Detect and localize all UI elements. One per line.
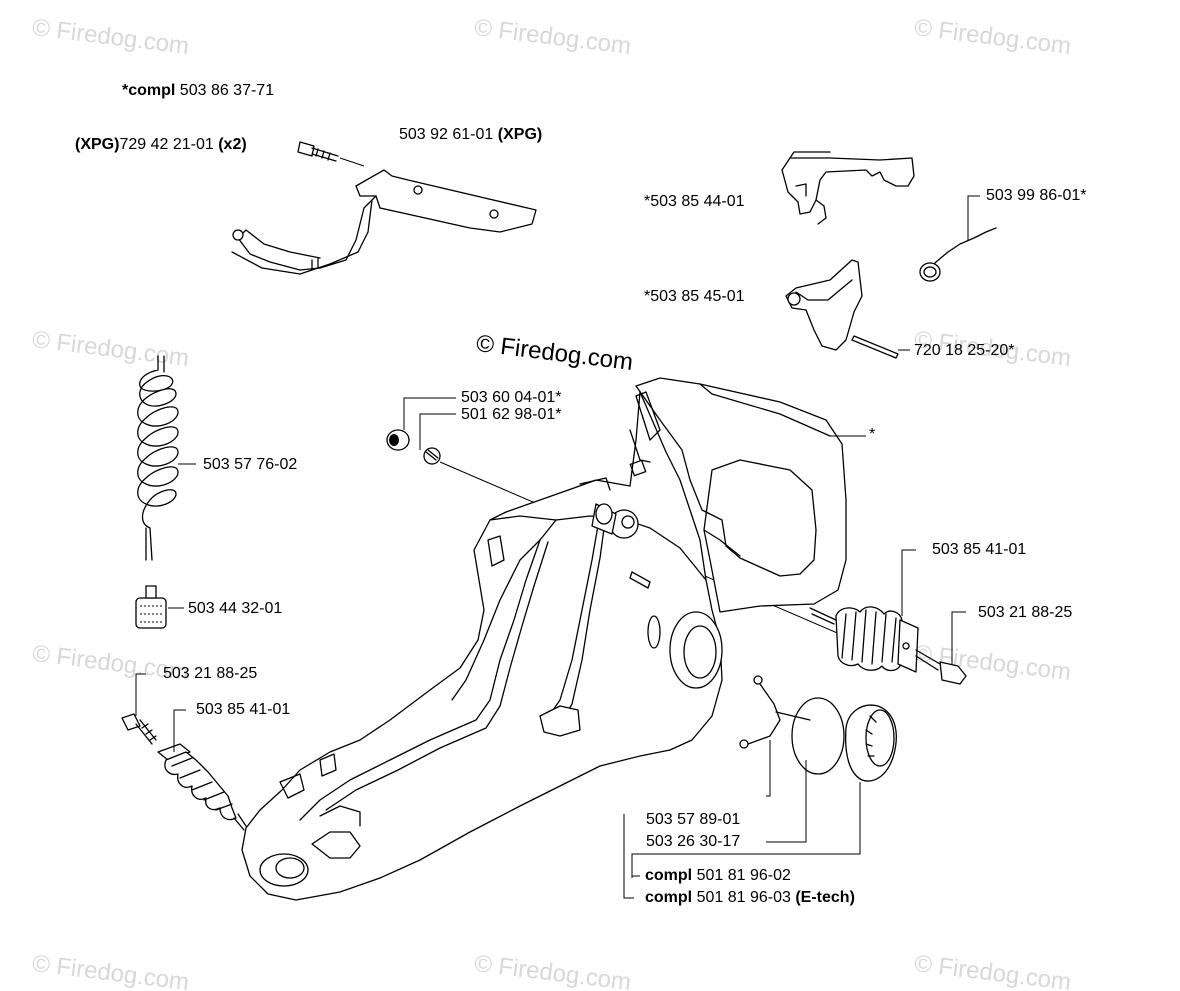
callout-xpg-screw: (XPG)729 42 21-01 (x2)	[75, 136, 247, 153]
callout-xpg-bracket: 503 92 61-01 (XPG)	[399, 126, 543, 143]
callout-fuel-hose: 503 57 76-02	[203, 456, 298, 473]
callout-handle: *	[869, 426, 876, 443]
callout-cap-strap: 503 57 89-01	[646, 811, 741, 828]
callout-compl-top: *compl 503 86 37-71	[122, 82, 275, 99]
callout-knob-b: 501 62 98-01*	[461, 406, 562, 423]
av-spring-left-part	[121, 673, 247, 831]
callout-throttle-trigger: *503 85 44-01	[644, 193, 745, 210]
callout-pin: 720 18 25-20*	[914, 342, 1015, 359]
callout-throttle-lockout: *503 85 45-01	[644, 288, 745, 305]
callout-o-ring: 503 26 30-17	[646, 833, 741, 850]
pin-part	[851, 335, 910, 359]
fuel-filter-part	[135, 585, 184, 629]
spring-part	[919, 195, 997, 282]
xpg-screw-part	[297, 141, 365, 167]
xpg-bracket-part	[231, 169, 537, 275]
callout-knob-a: 503 60 04-01*	[461, 389, 562, 406]
callout-spring: 503 99 86-01*	[986, 187, 1087, 204]
throttle-lockout-part	[785, 259, 863, 351]
throttle-trigger-part	[781, 151, 915, 225]
callout-screw-left: 503 21 88-25	[163, 665, 258, 682]
callout-fuel-filter: 503 44 32-01	[188, 600, 283, 617]
fuel-cap-part	[623, 675, 897, 899]
callout-cap-compl-etech: compl 501 81 96-03 (E-tech)	[645, 889, 855, 906]
callout-cap-compl: compl 501 81 96-02	[645, 867, 791, 884]
callout-av-spring-left: 503 85 41-01	[196, 701, 291, 718]
fuel-hose-part	[137, 355, 196, 561]
av-spring-right-part	[809, 549, 967, 685]
callout-av-spring-right: 503 85 41-01	[932, 541, 1027, 558]
fuel-tank-handle-part	[241, 377, 847, 901]
callout-screw-right: 503 21 88-25	[978, 604, 1073, 621]
